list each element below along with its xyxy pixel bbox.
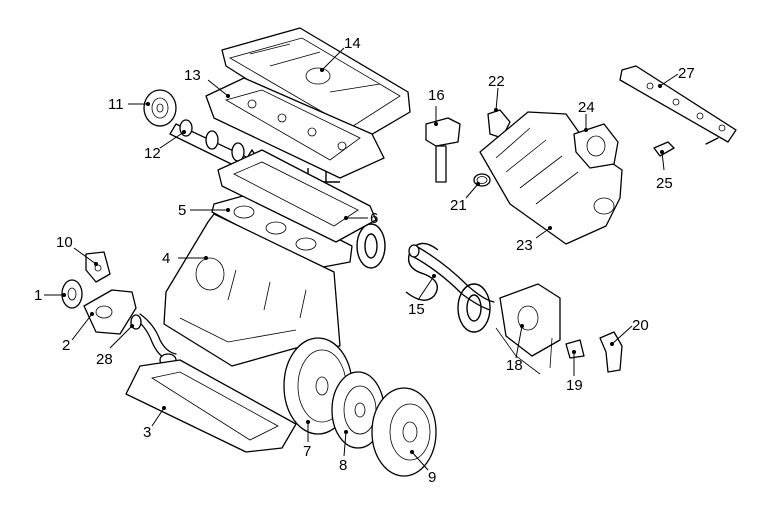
callout-27: 27 [678,65,695,82]
lower-cylinder-head [217,149,377,243]
callout-13: 13 [184,67,201,84]
callout-22: 22 [488,73,505,90]
ignition-coil [425,117,461,183]
callout-15: 15 [408,301,425,318]
callout-28: 28 [96,351,113,368]
oil-pan [125,359,297,453]
callout-6: 6 [370,210,378,227]
callout-18: 18 [506,357,523,374]
callout-19: 19 [566,377,583,394]
callout-10: 10 [56,234,73,251]
callout-23: 23 [516,237,533,254]
callout-20: 20 [632,317,649,334]
callout-14: 14 [344,35,361,52]
pressure-plate [371,387,437,477]
callout-1: 1 [34,287,42,304]
fuel-rail [619,65,737,145]
callout-labels: 1 2 3 4 5 6 7 8 9 10 11 12 13 14 15 16 1… [34,35,695,486]
callout-5: 5 [178,202,186,219]
coolant-hose [408,244,495,311]
callout-16: 16 [428,87,445,104]
callout-7: 7 [303,443,311,460]
engine-block [163,213,341,367]
callout-8: 8 [339,457,347,474]
temperature-sensor [565,339,585,359]
coolant-outlet-housing [495,283,561,375]
camshaft-sprocket [143,89,177,127]
cylinder-head [205,77,385,179]
fuel-injector [653,141,675,157]
throttle-body [573,123,619,169]
crank-pulley [61,279,83,309]
callout-25: 25 [656,175,673,192]
leader-dots [62,68,664,454]
callout-4: 4 [162,250,170,267]
oil-pump [83,289,137,335]
elbow-fitting [599,331,623,373]
leader-lines [44,47,679,471]
callout-2: 2 [62,337,70,354]
callout-21: 21 [450,197,467,214]
callout-12: 12 [144,145,161,162]
callout-9: 9 [428,469,436,486]
callout-11: 11 [108,96,124,113]
callout-24: 24 [578,99,595,116]
callout-3: 3 [143,424,151,441]
mount-bracket [85,251,111,283]
seal-ring [473,173,491,187]
valve-cover [221,27,411,147]
